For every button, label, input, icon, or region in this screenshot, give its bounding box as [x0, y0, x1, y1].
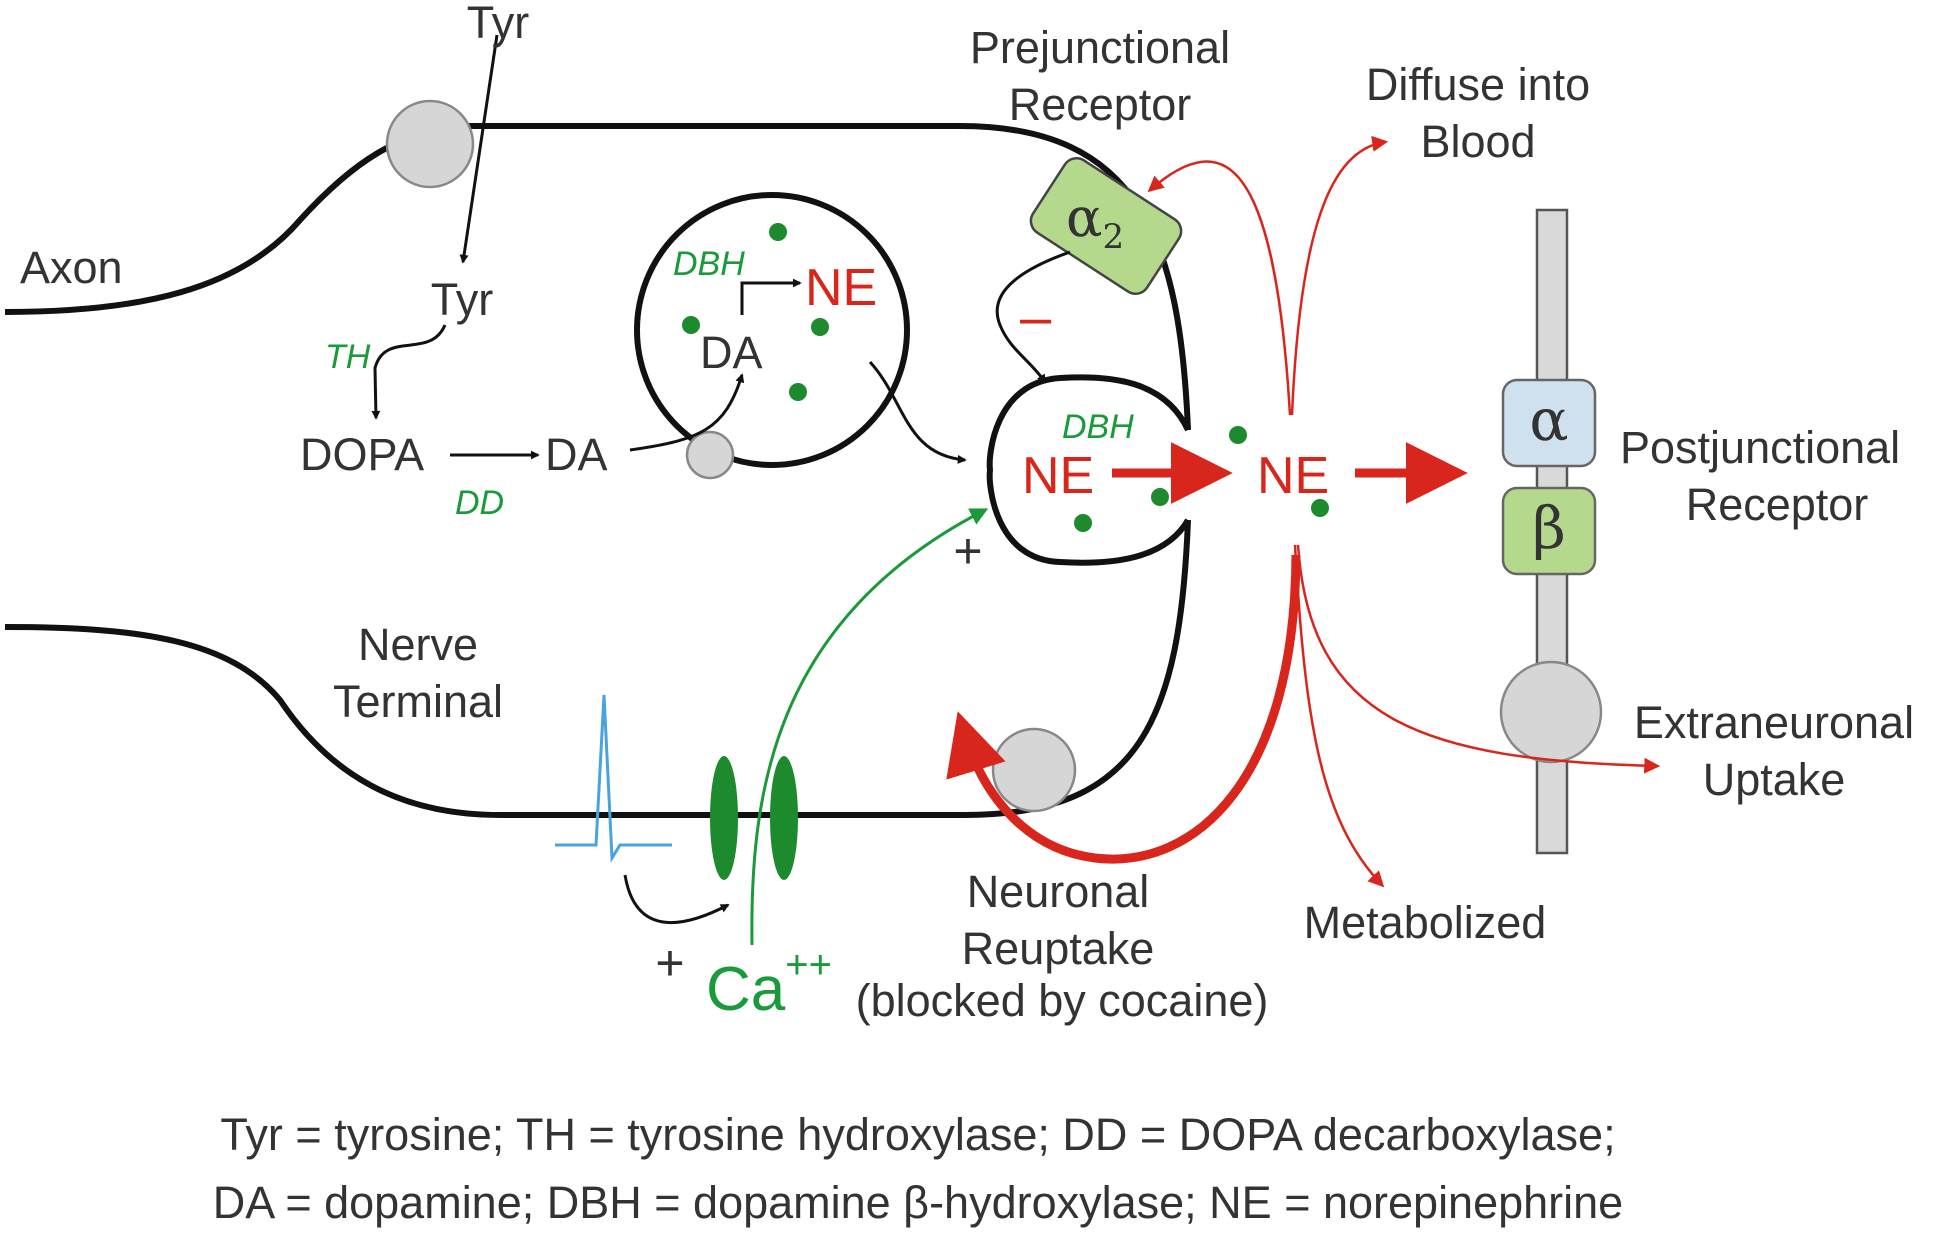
- extraneuronal-label-1: Extraneuronal: [1634, 697, 1914, 748]
- calcium-influx-arrow: [750, 508, 989, 946]
- legend-line-1: Tyr = tyrosine; TH = tyrosine hydroxylas…: [220, 1109, 1615, 1160]
- alpha2-inhibition-arrow: [995, 250, 1071, 384]
- postjunctional-label-1: Postjunctional: [1620, 422, 1900, 473]
- granule-dot: [811, 318, 829, 336]
- inhibition-minus: –: [1020, 285, 1052, 348]
- th-arrow: [371, 324, 447, 420]
- da-label: DA: [545, 429, 608, 480]
- dd-label: DD: [455, 484, 504, 522]
- neuronal-reuptake-label-2: Reuptake: [962, 923, 1155, 974]
- diffuse-label-2: Blood: [1420, 116, 1535, 167]
- postjunctional-label-2: Receptor: [1686, 479, 1869, 530]
- release-plus-sign: +: [953, 523, 982, 579]
- neuronal-reuptake-label-1: Neuronal: [967, 866, 1150, 917]
- alpha2-feedback-arrow: [1147, 160, 1292, 416]
- axon-label: Axon: [20, 242, 123, 293]
- extraneuronal-uptake-arrow: [1296, 544, 1661, 774]
- granule-dot: [1074, 514, 1092, 532]
- prejunctional-label-2: Receptor: [1009, 79, 1192, 130]
- depolarization-plus-sign: +: [655, 935, 684, 991]
- vesicular-transporter: [685, 430, 735, 480]
- beta-symbol: β: [1532, 494, 1566, 562]
- nerve-label-2: Terminal: [333, 676, 503, 727]
- calcium-label: Ca++: [706, 943, 832, 1024]
- dbh-arrow: [740, 278, 802, 315]
- extraneuronal-transporter: [1499, 660, 1603, 764]
- nerve-label-1: Nerve: [358, 619, 478, 670]
- granule-dot: [1151, 488, 1169, 506]
- legend-line-2: DA = dopamine; DBH = dopamine β-hydroxyl…: [213, 1177, 1623, 1228]
- ne-release-label: NE: [1022, 447, 1094, 505]
- beta-receptor: [1501, 486, 1597, 576]
- granule-dot: [682, 316, 700, 334]
- alpha-receptor: [1501, 378, 1597, 468]
- storage-vesicle: [634, 192, 910, 468]
- granule-dot: [789, 383, 807, 401]
- diffuse-label-1: Diffuse into: [1366, 59, 1590, 110]
- calcium-channel-left: [710, 756, 738, 880]
- da-vesicle-label: DA: [700, 327, 763, 378]
- metabolized-label: Metabolized: [1304, 897, 1547, 948]
- axon-upper-membrane: [4, 123, 1191, 431]
- diffuse-blood-arrow: [1290, 135, 1389, 416]
- tyr-entry-arrow: [459, 34, 499, 264]
- dopa-label: DOPA: [300, 429, 424, 480]
- release-pocket-membrane: [986, 374, 1191, 566]
- tyr-mid-label: Tyr: [431, 274, 494, 325]
- ne-vesicle-label: NE: [805, 259, 877, 317]
- ne-cleft-label: NE: [1257, 447, 1329, 505]
- extraneuronal-label-2: Uptake: [1703, 754, 1846, 805]
- neuronal-reuptake-arrow: [946, 554, 1301, 864]
- granule-dot: [769, 223, 787, 241]
- vesicle-fusion-arrow: [868, 360, 967, 464]
- granule-dot: [1229, 426, 1247, 444]
- alpha2-symbol: α2: [1066, 186, 1124, 257]
- tyr-top-label: Tyr: [467, 0, 530, 48]
- reuptake-transporter: [991, 727, 1077, 813]
- alpha2-receptor: [1029, 157, 1183, 295]
- neuronal-reuptake-note: (blocked by cocaine): [856, 975, 1269, 1026]
- action-potential-trace: [555, 694, 672, 863]
- depolarization-arrow: [623, 874, 730, 924]
- calcium-channel-right: [770, 756, 798, 880]
- granule-dot: [1311, 499, 1329, 517]
- th-label: TH: [325, 338, 371, 376]
- granules: [682, 223, 1329, 532]
- metabolized-arrow: [1293, 544, 1385, 888]
- axon-lower-membrane: [4, 519, 1191, 818]
- vesicle-uptake-arrow: [629, 373, 745, 452]
- prejunctional-label-1: Prejunctional: [970, 22, 1230, 73]
- dbh-release-label: DBH: [1062, 408, 1134, 446]
- tyrosine-transporter: [385, 99, 475, 189]
- dbh-vesicle-label: DBH: [673, 245, 745, 283]
- alpha-symbol: α: [1529, 386, 1568, 454]
